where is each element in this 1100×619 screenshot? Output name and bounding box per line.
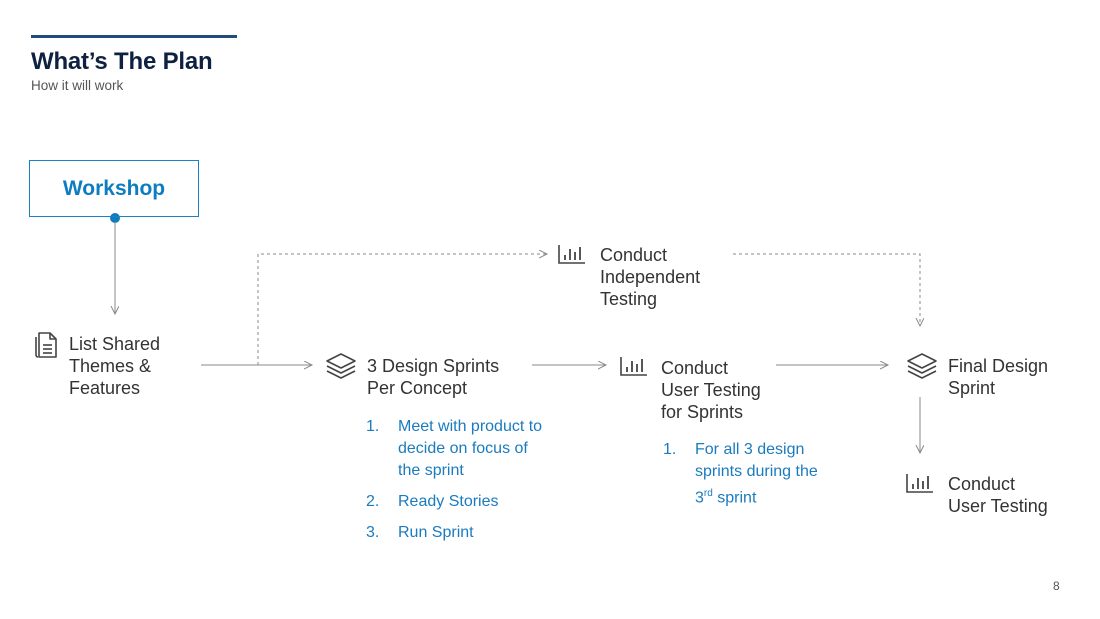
dashed-independent-to-final-arrow — [733, 253, 920, 326]
list-item: 1. Meet with product to decide on focus … — [366, 418, 543, 479]
layers-icon — [907, 353, 937, 379]
document-icon — [35, 332, 57, 358]
page-title: What’s The Plan — [31, 48, 213, 75]
page-number: 8 — [1053, 579, 1060, 593]
bar-chart-icon — [906, 474, 933, 493]
independent-testing-label: Conduct Independent Testing — [600, 245, 701, 309]
page-subtitle: How it will work — [31, 78, 124, 93]
list-shared-label: List Shared Themes & Features — [69, 334, 161, 398]
workshop-connector-dot — [110, 213, 120, 223]
user-testing-label: Conduct User Testing — [948, 474, 1048, 516]
design-sprint-steps: 1. Meet with product to decide on focus … — [366, 416, 542, 544]
bar-chart-icon — [558, 245, 585, 264]
sprint-testing-steps: 1. For all 3 design sprints during the 3… — [663, 439, 818, 509]
list-item: 2. Ready Stories — [366, 493, 499, 510]
workshop-box: Workshop — [29, 160, 199, 217]
list-item: 3. Run Sprint — [366, 524, 474, 541]
header-accent-bar — [31, 35, 237, 38]
list-item: 1. For all 3 design sprints during the 3… — [663, 441, 818, 507]
layers-icon — [326, 353, 356, 379]
dashed-to-independent-arrow — [257, 254, 547, 365]
final-sprint-label: Final Design Sprint — [948, 356, 1049, 398]
design-sprints-label: 3 Design Sprints Per Concept — [367, 356, 500, 398]
sprint-testing-label: Conduct User Testing for Sprints — [661, 358, 761, 422]
bar-chart-icon — [620, 357, 647, 376]
